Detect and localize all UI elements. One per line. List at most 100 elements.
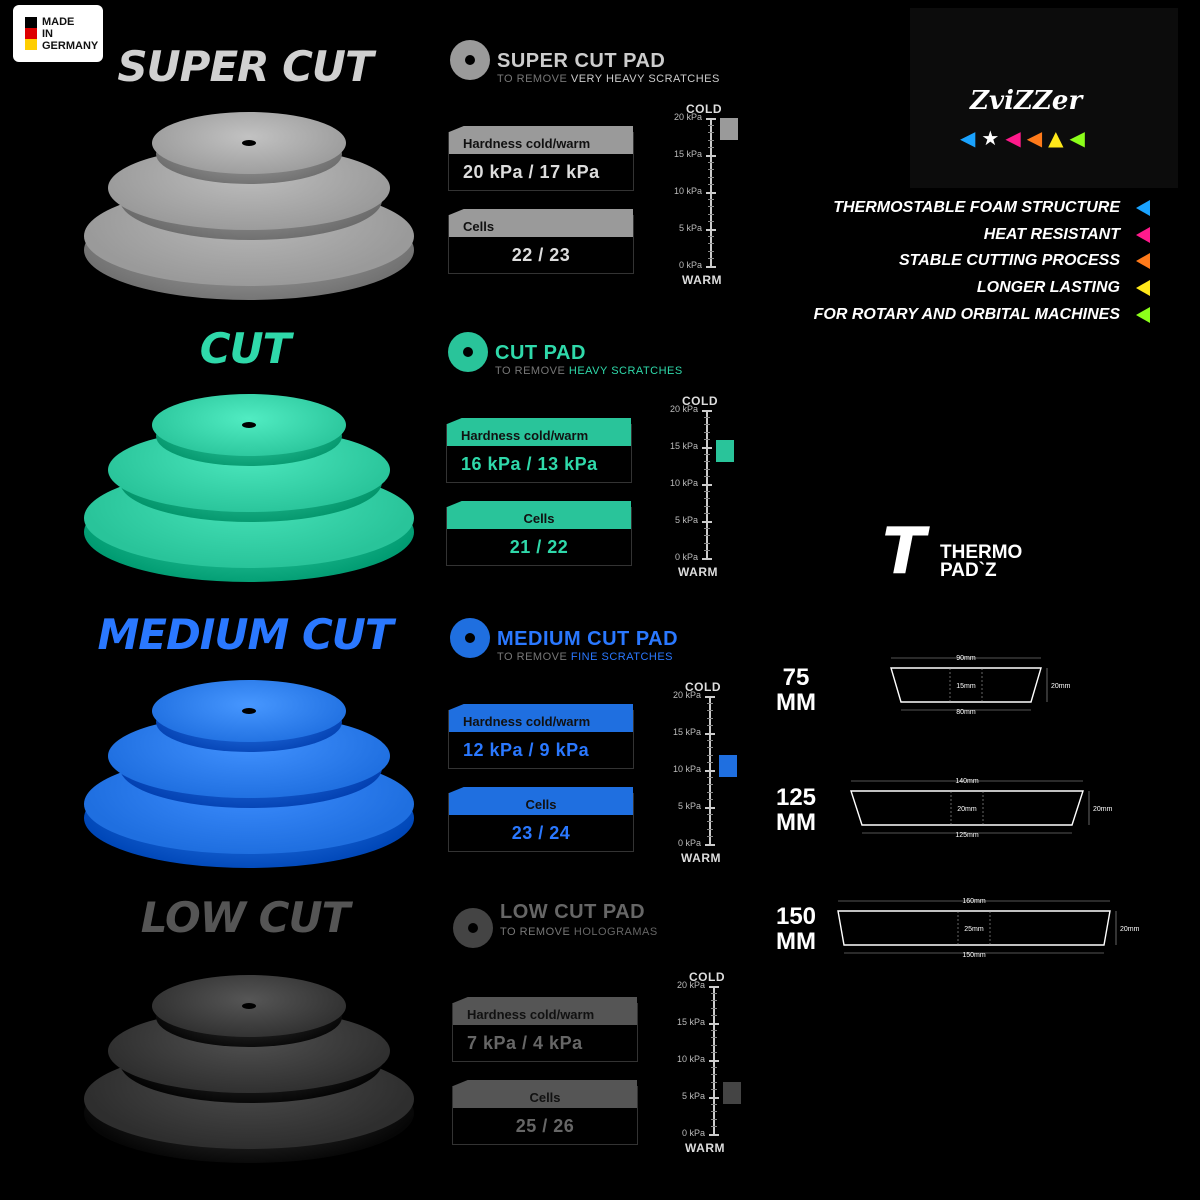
pad-icon xyxy=(450,40,490,80)
pad-size-label: 125 MM xyxy=(775,784,817,836)
cells-label: Cells xyxy=(447,507,631,529)
scale-tick xyxy=(708,124,714,126)
arrow-icon: ◀ xyxy=(1069,126,1085,150)
scale-tick xyxy=(705,732,715,735)
scale-tick xyxy=(706,228,716,231)
star-icon: ★ xyxy=(981,126,1000,150)
made-in-germany-text: MADE IN GERMANY xyxy=(42,15,99,52)
hardness-label: Hardness cold/warm xyxy=(453,1003,637,1025)
center-dimension-label: 15mm xyxy=(956,683,976,690)
bottom-dimension-label: 125mm xyxy=(955,832,979,839)
scale-tick xyxy=(708,147,714,149)
scale-tick xyxy=(707,717,713,719)
scale-tick xyxy=(708,221,714,223)
scale-tick xyxy=(711,1103,717,1105)
scale-tick xyxy=(706,154,716,157)
hardness-box: Hardness cold/warm 20 kPa / 17 kPa xyxy=(448,126,634,191)
scale-tick xyxy=(711,1074,717,1076)
pad-subtitle-highlight: HOLOGRAMAS xyxy=(573,926,658,938)
triangle-icon xyxy=(1136,253,1150,270)
scale-tick-label: 15 kPa xyxy=(676,1017,705,1027)
scale-tick xyxy=(704,490,710,492)
scale-tick xyxy=(707,836,713,838)
scale-tick-label: 20 kPa xyxy=(673,112,702,122)
scale-tick xyxy=(708,235,714,237)
brand-logo: ZviZZer xyxy=(970,86,1083,116)
hardness-box: Hardness cold/warm 16 kPa / 13 kPa xyxy=(446,418,632,483)
scale-tick xyxy=(707,776,713,778)
scale-tick xyxy=(704,498,710,500)
scale-tick-label: 5 kPa xyxy=(681,1091,705,1101)
pad-center-hole xyxy=(242,708,256,714)
scale-tick xyxy=(708,139,714,141)
pad-subtitle-highlight: FINE SCRATCHES xyxy=(570,651,674,663)
scale-tick-label: 20 kPa xyxy=(672,690,701,700)
hardness-range-marker xyxy=(720,118,738,141)
hardness-box: Hardness cold/warm 12 kPa / 9 kPa xyxy=(448,704,634,769)
scale-tick xyxy=(708,258,714,260)
hardness-label: Hardness cold/warm xyxy=(449,710,633,732)
scale-tick xyxy=(704,439,710,441)
cells-box: Cells 25 / 26 xyxy=(452,1080,638,1145)
pad-name: CUT PAD xyxy=(495,342,586,364)
hardness-label: Hardness cold/warm xyxy=(449,132,633,154)
section-title: SUPER CUT xyxy=(117,42,373,91)
arrow-icon: ◀ xyxy=(960,126,976,150)
pad-profile-outline xyxy=(890,667,1042,703)
brand-panel: ZviZZer ◀★◀◀▲◀ xyxy=(910,8,1178,188)
scale-tick xyxy=(707,791,713,793)
feature-label: LONGER LASTING xyxy=(976,279,1120,297)
scale-tick xyxy=(704,416,710,418)
pad-subtitle-highlight: HEAVY SCRATCHES xyxy=(568,365,683,377)
cells-box: Cells 22 / 23 xyxy=(448,209,634,274)
bottom-dimension-label: 80mm xyxy=(956,709,976,716)
arrow-icon: ▲ xyxy=(1048,126,1064,150)
hardness-value: 7 kPa / 4 kPa xyxy=(467,1032,583,1053)
scale-tick-label: 20 kPa xyxy=(669,404,698,414)
cells-value: 23 / 24 xyxy=(511,822,571,843)
pad-stack-image xyxy=(80,112,420,310)
top-dimension-label: 160mm xyxy=(962,898,986,905)
scale-cold-label: COLD xyxy=(686,102,722,116)
scale-tick xyxy=(709,1096,719,1099)
center-dimension-label: 25mm xyxy=(964,926,984,933)
scale-tick xyxy=(702,483,712,486)
scale-tick-label: 10 kPa xyxy=(673,186,702,196)
scale-tick-label: 20 kPa xyxy=(676,980,705,990)
scale-tick-label: 15 kPa xyxy=(669,441,698,451)
scale-tick xyxy=(704,527,710,529)
hardness-range-marker xyxy=(723,1082,741,1105)
scale-tick xyxy=(708,213,714,215)
scale-tick xyxy=(709,1059,719,1062)
scale-tick xyxy=(704,513,710,515)
scale-tick xyxy=(708,206,714,208)
section-title: CUT xyxy=(199,324,292,373)
pad-name: LOW CUT PAD xyxy=(500,901,646,923)
scale-cold-label: COLD xyxy=(682,394,718,408)
feature-item: THERMOSTABLE FOAM STRUCTURE xyxy=(833,199,1150,217)
top-dimension-label: 90mm xyxy=(956,655,976,662)
scale-tick xyxy=(708,176,714,178)
center-dimension-label: 20mm xyxy=(957,806,977,813)
pad-subtitle: TO REMOVE VERY HEAVY SCRATCHES xyxy=(497,73,720,85)
scale-tick xyxy=(708,198,714,200)
thermo-padz-word: THERMO PAD`Z xyxy=(940,542,1023,581)
scale-tick xyxy=(711,1044,717,1046)
pad-name: MEDIUM CUT PAD xyxy=(497,628,679,650)
hardness-box: Hardness cold/warm 7 kPa / 4 kPa xyxy=(452,997,638,1062)
cells-label: Cells xyxy=(449,793,633,815)
pad-subtitle: TO REMOVE FINE SCRATCHES xyxy=(497,651,673,663)
scale-tick xyxy=(706,191,716,194)
pad-subtitle: TO REMOVE HEAVY SCRATCHES xyxy=(495,365,683,377)
scale-tick xyxy=(708,184,714,186)
scale-tick xyxy=(711,1015,717,1017)
hardness-value: 20 kPa / 17 kPa xyxy=(463,161,600,182)
scale-tick xyxy=(706,117,716,120)
scale-tick-label: 10 kPa xyxy=(669,478,698,488)
pad-size-label: 75 MM xyxy=(776,664,816,716)
pad-section: MEDIUM CUT MEDIUM CUT PAD TO REMOVE FINE… xyxy=(0,610,760,908)
